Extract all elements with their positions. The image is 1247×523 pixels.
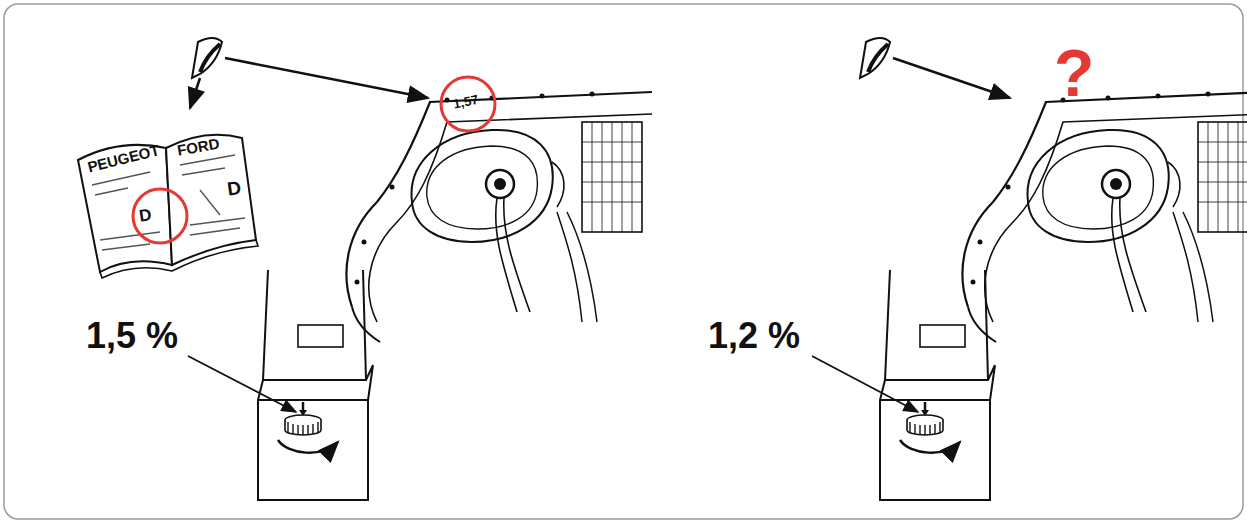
setting-value: 1,5 %	[86, 318, 178, 354]
eye-symbol	[192, 38, 222, 78]
book-page	[166, 135, 256, 265]
sight-arrow	[893, 58, 1010, 98]
projector-box	[880, 270, 995, 500]
setting-value: 1,2 %	[708, 318, 800, 354]
book-symbol: D	[226, 178, 242, 199]
question-mark: ?	[1054, 40, 1094, 106]
book-edge	[100, 240, 258, 278]
sight-arrow	[190, 78, 200, 108]
manual-book	[78, 135, 258, 278]
leader-arrow	[188, 356, 296, 412]
frame	[4, 4, 1243, 519]
eye-symbol	[860, 38, 890, 78]
highlight-circle	[441, 77, 495, 131]
sight-arrow	[225, 58, 428, 98]
book-scribble	[92, 155, 245, 250]
highlight-circle	[133, 189, 187, 243]
leader-arrow	[812, 356, 918, 412]
headlamp-fender	[346, 92, 652, 343]
projector-box	[258, 270, 373, 500]
book-symbol: D	[138, 206, 153, 225]
headlamp-fender	[962, 92, 1247, 343]
